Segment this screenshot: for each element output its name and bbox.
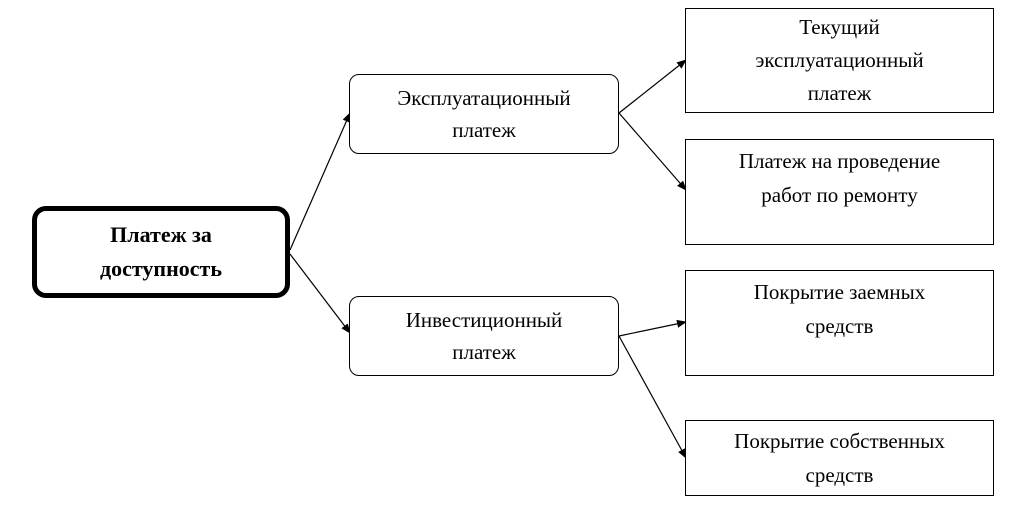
node-current-operational-payment: Текущий эксплуатационный платеж: [685, 8, 994, 113]
node-label: Платеж на проведение работ по ремонту: [738, 149, 941, 207]
node-investment-payment: Инвестиционный платеж: [349, 296, 619, 376]
node-label: Покрытие собственных средств: [734, 429, 945, 487]
arrow-operational-to-repair: [618, 112, 687, 191]
arrow-operational-to-current: [618, 59, 687, 114]
arrow-investment-to-own: [618, 335, 687, 459]
node-repair-works-payment: Платеж на проведение работ по ремонту: [685, 139, 994, 245]
node-operational-payment: Эксплуатационный платеж: [349, 74, 619, 154]
arrow-root-to-investment: [289, 253, 351, 334]
node-borrowed-funds-coverage: Покрытие заемных средств: [685, 270, 994, 376]
node-label: Покрытие заемных средств: [753, 280, 926, 338]
node-label: Инвестиционный платеж: [405, 308, 563, 364]
node-availability-payment: Платеж за доступность: [32, 206, 290, 298]
node-label: Платеж за доступность: [100, 222, 222, 281]
arrow-root-to-operational: [289, 112, 351, 251]
node-label: Эксплуатационный платеж: [397, 86, 571, 142]
node-label: Текущий эксплуатационный платеж: [755, 15, 924, 105]
arrow-investment-to-borrowed: [618, 319, 687, 337]
node-own-funds-coverage: Покрытие собственных средств: [685, 420, 994, 496]
